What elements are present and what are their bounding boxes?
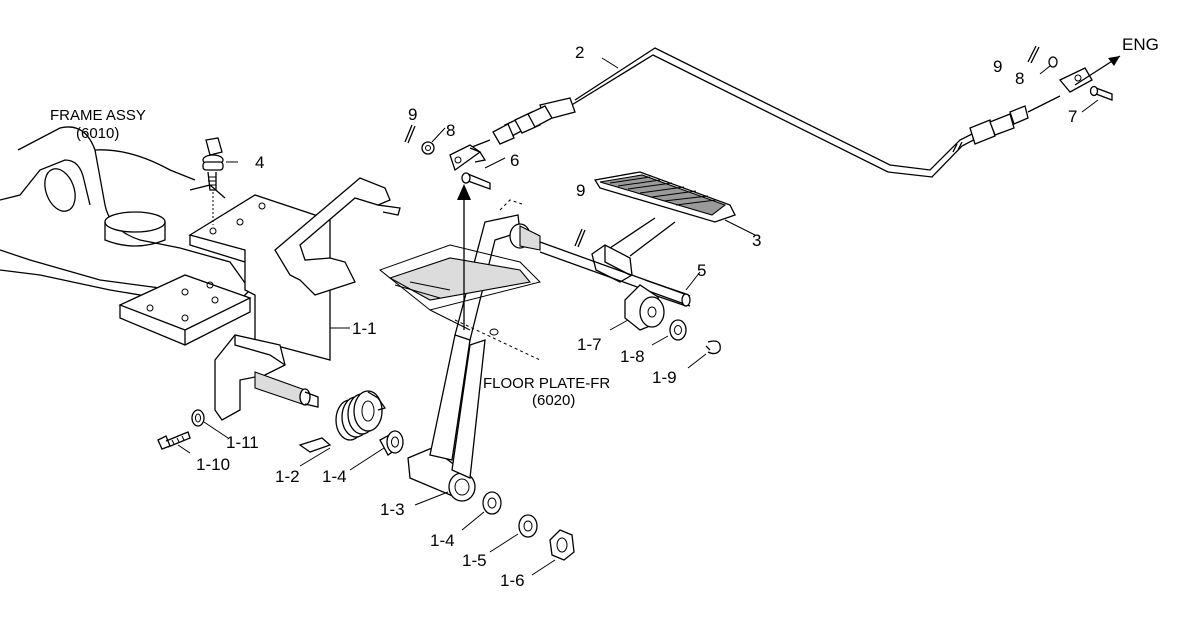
- label-part-3: 3: [752, 231, 761, 250]
- label-part-2: 2: [575, 43, 584, 62]
- pin-part-6: [461, 172, 491, 190]
- label-part-1-6: 1-6: [500, 571, 525, 590]
- cotter-pin-part-9-right: [1027, 45, 1040, 64]
- nut-part-1-6: [549, 529, 575, 561]
- washer-part-8-right: [1048, 56, 1058, 68]
- pin-part-7: [1089, 85, 1113, 101]
- label-part-1-2: 1-2: [275, 467, 300, 486]
- roller-part-1-7: [624, 284, 665, 331]
- eng-direction-arrow: [1074, 55, 1121, 86]
- label-part-4: 4: [255, 153, 264, 172]
- cable-part-2: [471, 47, 1061, 178]
- label-part-1-3: 1-3: [380, 500, 405, 519]
- bolt-part-1-10: [157, 431, 191, 450]
- pedal-pad-part-3: [591, 171, 736, 283]
- label-part-1-5: 1-5: [462, 551, 487, 570]
- label-part-8-left: 8: [446, 121, 455, 140]
- label-part-5: 5: [697, 261, 706, 280]
- cotter-pin-part-9-mid: [574, 228, 586, 248]
- label-floor-plate-code: (6020): [532, 392, 575, 409]
- label-part-1-1: 1-1: [352, 319, 377, 338]
- label-part-9-mid: 9: [576, 181, 585, 200]
- clip-part-1-9: [705, 340, 721, 355]
- label-floor-plate: FLOOR PLATE-FR: [483, 375, 610, 392]
- label-part-8-right: 8: [1015, 69, 1024, 88]
- washer-part-1-8: [669, 319, 687, 341]
- clevis-right: [1058, 67, 1093, 93]
- frame-assy-drawing: [0, 126, 252, 346]
- label-eng: ENG: [1122, 35, 1159, 54]
- label-frame-assy-code: (6010): [76, 125, 119, 142]
- pin-part-5: [539, 241, 691, 307]
- assembly-arrow-up: [457, 184, 471, 330]
- label-part-1-4-upper: 1-4: [322, 467, 347, 486]
- cotter-pin-part-9-left: [404, 124, 416, 144]
- label-part-1-7: 1-7: [577, 335, 602, 354]
- bolt-part-4: [202, 137, 224, 225]
- leader-lines: [177, 57, 1099, 576]
- bushing-part-1-4-upper: [379, 430, 404, 456]
- washer-part-1-11: [191, 409, 205, 427]
- bracket-part-1-1: [188, 177, 401, 421]
- label-part-1-8: 1-8: [620, 347, 645, 366]
- clevis-left: [449, 144, 487, 172]
- floor-plate-fr-drawing: [378, 199, 541, 361]
- spring-part-1-2: [298, 390, 387, 453]
- label-part-1-4-lower: 1-4: [430, 531, 455, 550]
- label-frame-assy: FRAME ASSY: [50, 107, 146, 124]
- label-part-6: 6: [510, 151, 519, 170]
- labels: FRAME ASSY (6010) FLOOR PLATE-FR (6020) …: [50, 35, 1159, 590]
- bushing-part-1-4-lower: [482, 491, 502, 515]
- pedal-lever-part-1-3: [407, 214, 541, 502]
- washer-part-8-left: [421, 141, 435, 155]
- label-part-1-10: 1-10: [196, 455, 230, 474]
- label-part-9-left: 9: [408, 105, 417, 124]
- label-part-1-9: 1-9: [652, 368, 677, 387]
- washer-part-1-5: [518, 514, 538, 538]
- label-part-7: 7: [1068, 107, 1077, 126]
- label-part-1-11: 1-11: [226, 433, 259, 452]
- label-part-9-right: 9: [993, 57, 1002, 76]
